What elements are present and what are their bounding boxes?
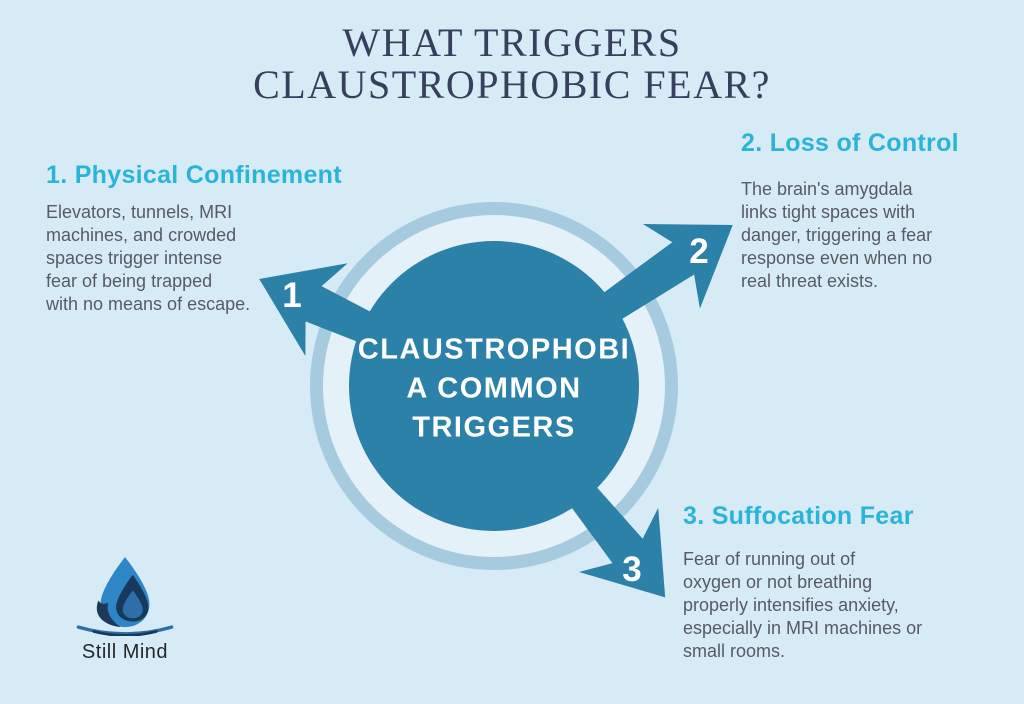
arrow-3-head — [578, 507, 666, 598]
section-1-body-line: Elevators, tunnels, MRI — [46, 202, 233, 222]
hub-label-line-2: A COMMON — [406, 372, 582, 405]
arrow-number-1: 1 — [282, 276, 302, 315]
drop-inner-mid — [122, 590, 143, 619]
section-1-body-line: spaces trigger intense — [46, 248, 223, 268]
page-title: WHAT TRIGGERS CLAUSTROPHOBIC FEAR? — [0, 22, 1024, 106]
ripple-outer — [76, 625, 174, 636]
page-title-line-1: WHAT TRIGGERS — [342, 20, 682, 65]
hub-label-line-3: TRIGGERS — [412, 411, 576, 444]
section-3-body-line: small rooms. — [683, 641, 786, 661]
section-3-body-line: oxygen or not breathing — [683, 572, 873, 592]
section-2-body-line: response even when no — [741, 248, 933, 268]
section-loss-of-control: 2. Loss of Control The brain's amygdala … — [741, 129, 1021, 293]
arrow-number-2: 2 — [689, 232, 709, 271]
section-1-body-line: with no means of escape. — [46, 294, 251, 314]
arrow-number-3: 3 — [622, 550, 642, 589]
still-mind-logo: Still Mind — [68, 556, 182, 664]
logo-label: Still Mind — [81, 641, 169, 663]
section-1-body-line: machines, and crowded — [46, 225, 237, 245]
section-2-body-line: danger, triggering a fear — [741, 225, 933, 245]
section-2-heading: 2. Loss of Control — [741, 129, 959, 157]
hub-label: CLAUSTROPHOBI A COMMON TRIGGERS — [344, 331, 644, 448]
section-2-body: The brain's amygdala links tight spaces … — [741, 178, 1021, 293]
page-title-line-2: CLAUSTROPHOBIC FEAR? — [253, 62, 771, 107]
section-3-body-line: properly intensifies anxiety, — [683, 595, 899, 615]
arrow-1-head — [259, 263, 348, 357]
section-1-body: Elevators, tunnels, MRI machines, and cr… — [46, 201, 366, 316]
section-3-body-line: Fear of running out of — [683, 549, 856, 569]
section-3-body: Fear of running out of oxygen or not bre… — [683, 548, 1003, 663]
water-drop-ripples-icon — [76, 557, 174, 637]
hub-circle — [349, 241, 639, 531]
hub-label-line-1: CLAUSTROPHOBI — [357, 333, 631, 366]
section-1-heading: 1. Physical Confinement — [46, 161, 342, 189]
ripple-inner — [92, 630, 158, 637]
section-1-body-line: fear of being trapped — [46, 271, 213, 291]
section-suffocation-fear: 3. Suffocation Fear Fear of running out … — [683, 502, 1003, 663]
section-2-body-line: links tight spaces with — [741, 202, 916, 222]
section-3-body-line: especially in MRI machines or — [683, 618, 923, 638]
section-physical-confinement: 1. Physical Confinement Elevators, tunne… — [46, 161, 366, 316]
arrow-2-head — [642, 224, 733, 309]
section-2-body-line: real threat exists. — [741, 271, 879, 291]
section-2-body-line: The brain's amygdala — [741, 179, 913, 199]
section-3-heading: 3. Suffocation Fear — [683, 502, 914, 530]
drop-swoosh — [96, 600, 121, 628]
